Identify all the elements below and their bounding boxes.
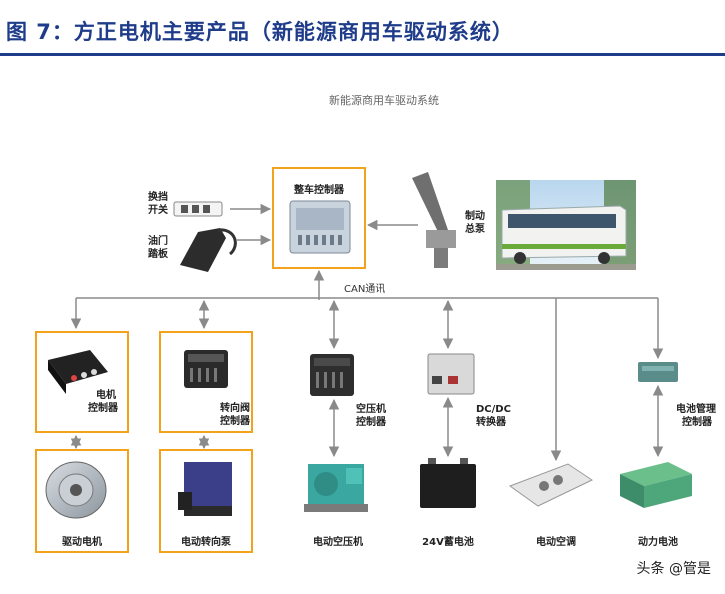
steering-pump-label: 电动转向泵 [181, 535, 232, 548]
drive-system-diagram: 新能源商用车驱动系统 整车控制器 换挡开关 油门踏板 制动总泵 [8, 60, 718, 588]
can-label: CAN通讯 [344, 283, 385, 295]
watermark: 头条 @管是 [636, 561, 711, 577]
steering-controller-box [159, 331, 253, 433]
drive-motor-icon [45, 461, 107, 519]
bms-label: 电池管理控制器 [676, 402, 716, 428]
title-divider [0, 53, 725, 56]
brake-valve-icon [412, 172, 456, 268]
battery-24v-label: 24V蓄电池 [422, 535, 474, 548]
diagram-title: 新能源商用车驱动系统 [329, 93, 439, 107]
motor-controller-label: 电机控制器 [88, 388, 119, 414]
bus-image [496, 180, 636, 270]
page-title: 图 7：方正电机主要产品（新能源商用车驱动系统） [6, 20, 514, 44]
throttle-pedal-icon [180, 228, 237, 272]
vcu-box [272, 167, 366, 269]
battery-24v-icon [420, 458, 476, 508]
steering-controller-icon [184, 350, 228, 388]
power-battery-icon [620, 462, 692, 508]
power-battery-label: 动力电池 [638, 535, 678, 548]
electric-compressor-label: 电动空压机 [313, 535, 363, 548]
vcu-icon [289, 200, 351, 254]
dcdc-icon [427, 353, 475, 395]
drive-motor-label: 驱动电机 [62, 535, 102, 548]
shift-switch-label: 换挡开关 [148, 190, 168, 216]
throttle-pedal-label: 油门踏板 [148, 234, 169, 260]
compressor-controller-label: 空压机控制器 [356, 402, 387, 428]
motor-controller-box [35, 331, 129, 433]
vcu-label: 整车控制器 [293, 183, 345, 196]
drive-motor-box [35, 449, 129, 553]
electric-ac-label: 电动空调 [536, 535, 576, 548]
shift-switch-icon [173, 201, 223, 217]
bms-icon [638, 362, 678, 382]
brake-valve-label: 制动总泵 [465, 209, 486, 235]
compressor-controller-icon [310, 354, 354, 396]
steering-controller-label: 转向阀控制器 [220, 401, 251, 427]
steering-pump-icon [178, 462, 232, 516]
electric-compressor-icon [304, 464, 368, 512]
steering-pump-box [159, 449, 253, 553]
motor-controller-icon [48, 350, 108, 394]
electric-ac-icon [508, 463, 594, 507]
